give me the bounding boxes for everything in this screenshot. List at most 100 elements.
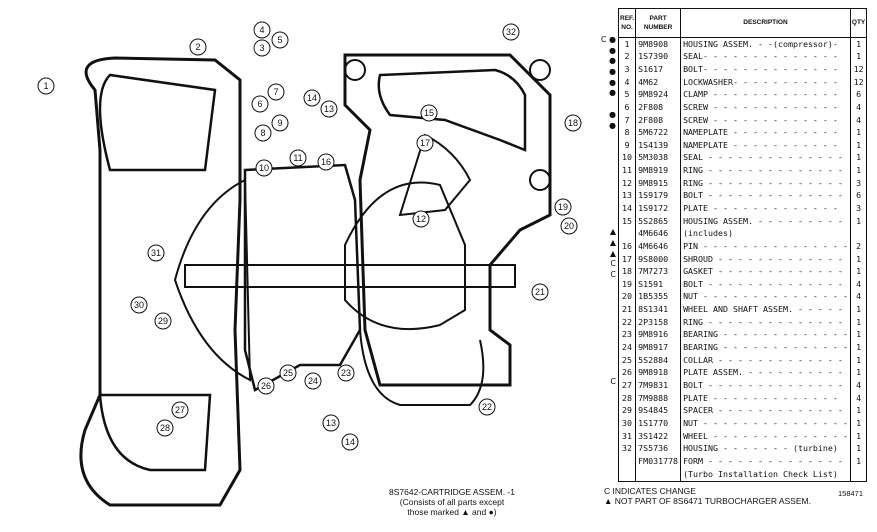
callout-21: [531, 283, 549, 301]
callout-number: 11: [293, 153, 302, 163]
description-cell: SCREW - - - - - - - - - - - - -: [680, 101, 851, 114]
row-mark: [596, 356, 616, 367]
row-mark: ●: [609, 77, 616, 87]
ref-cell: 7: [617, 113, 637, 127]
qty-cell: 1: [849, 341, 868, 355]
description-cell: SEAL- - - - - - - - - - - - - -: [680, 50, 851, 64]
callout-number: 6: [257, 99, 262, 109]
caption-line-3: those marked ▲ and ●): [407, 507, 497, 517]
row-mark: [596, 131, 616, 142]
callout-number: 23: [341, 368, 351, 378]
row-mark: [596, 142, 616, 153]
qty-cell: 1: [849, 164, 868, 178]
cartridge-caption: 8S7642-CARTRIDGE ASSEM. -1 (Consists of …: [367, 487, 537, 517]
callout-15: [420, 104, 438, 122]
part-number-cell: 7M7273: [635, 265, 682, 279]
turbine-wheel: [344, 181, 466, 331]
callout-12: [412, 210, 430, 228]
callout-13a: [320, 100, 338, 118]
ref-cell: 8: [617, 126, 637, 140]
qty-cell: 4: [849, 113, 868, 127]
qty-cell: 6: [849, 189, 868, 203]
callout-25: [279, 364, 297, 382]
ref-cell: 26: [617, 366, 637, 380]
part-number-cell: 9M8908: [635, 37, 682, 51]
callout-1: [37, 77, 55, 95]
part-number-cell: FM031778: [635, 455, 682, 468]
qty-cell: 4: [849, 290, 868, 304]
callout-18: [564, 114, 582, 132]
part-number-cell: 3S1422: [635, 429, 682, 443]
row-mark: [596, 174, 616, 185]
callout-6: [251, 95, 269, 113]
part-number-cell: 7M9888: [635, 392, 682, 405]
ref-cell: 29: [617, 404, 637, 418]
qty-cell: 1: [849, 126, 868, 140]
qty-cell: 4: [849, 392, 868, 405]
description-cell: RING - - - - - - - - - - - - - -: [680, 177, 851, 190]
callout-30: [130, 296, 148, 314]
ref-cell: 5: [617, 88, 637, 102]
callout-number: 21: [535, 287, 545, 297]
callout-number: 5: [277, 35, 282, 45]
description-cell: GASKET - - - - - - - - - - - - -: [680, 265, 851, 279]
row-mark: [596, 398, 616, 409]
callout-28: [156, 419, 174, 437]
callout-number: 9: [277, 118, 282, 128]
callout-number: 28: [160, 423, 170, 433]
header-qty: QTY: [849, 8, 868, 38]
description-cell: NAMEPLATE - - - - - - - - - - -: [680, 126, 851, 140]
description-cell: HOUSING ASSEM. - -(compressor)-: [680, 37, 851, 51]
description-cell: BEARING - - - - - - - - - - - - -: [680, 341, 851, 355]
description-cell: SEAL - - - - - - - - - - - - - -: [680, 151, 851, 165]
ref-cell: 25: [617, 354, 637, 367]
description-cell: LOCKWASHER- - - - - - - - - - -: [680, 76, 851, 89]
description-cell: NAMEPLATE - - - - - - - - - - -: [680, 139, 851, 152]
row-mark: C ●: [600, 35, 616, 44]
ref-cell: 20: [617, 290, 637, 304]
part-number-cell: 7M9831: [635, 379, 682, 393]
qty-cell: 1: [849, 366, 868, 380]
qty-cell: 1: [849, 455, 868, 468]
caption-line-2: (Consists of all parts except: [399, 497, 505, 507]
note-change: C INDICATES CHANGE: [604, 486, 696, 496]
callout-11: [289, 149, 307, 167]
figure-id: 158471: [838, 489, 864, 498]
part-number-cell: 5S2865: [635, 215, 682, 228]
note-not-part: ▲ NOT PART OF 8S6471 TURBOCHARGER ASSEM.: [604, 496, 811, 506]
ref-cell: 13: [617, 189, 637, 203]
qty-cell: 2: [849, 240, 868, 253]
qty-cell: 1: [849, 139, 868, 152]
part-number-cell: 4M6646: [635, 240, 682, 253]
callout-number: 25: [283, 368, 293, 378]
callout-number: 14: [307, 93, 317, 103]
description-cell: SPACER - - - - - - - - - - - - -: [680, 404, 851, 418]
qty-cell: 1: [849, 151, 868, 165]
callout-32: [502, 23, 520, 41]
ref-cell: 23: [617, 328, 637, 342]
description-cell: PIN - - - - - - - - - - - - - - -: [680, 240, 851, 253]
callout-19: [554, 198, 572, 216]
ref-cell: [617, 455, 637, 468]
ref-cell: 4: [617, 76, 637, 89]
qty-cell: 1: [849, 328, 868, 342]
callout-number: 10: [259, 163, 269, 173]
callout-number: 24: [308, 376, 318, 386]
row-mark: [596, 195, 616, 206]
callout-24: [304, 372, 322, 390]
description-cell: SHROUD - - - - - - - - - - - - -: [680, 252, 851, 266]
row-mark: ▲: [609, 227, 616, 237]
ref-cell: 14: [617, 202, 637, 216]
